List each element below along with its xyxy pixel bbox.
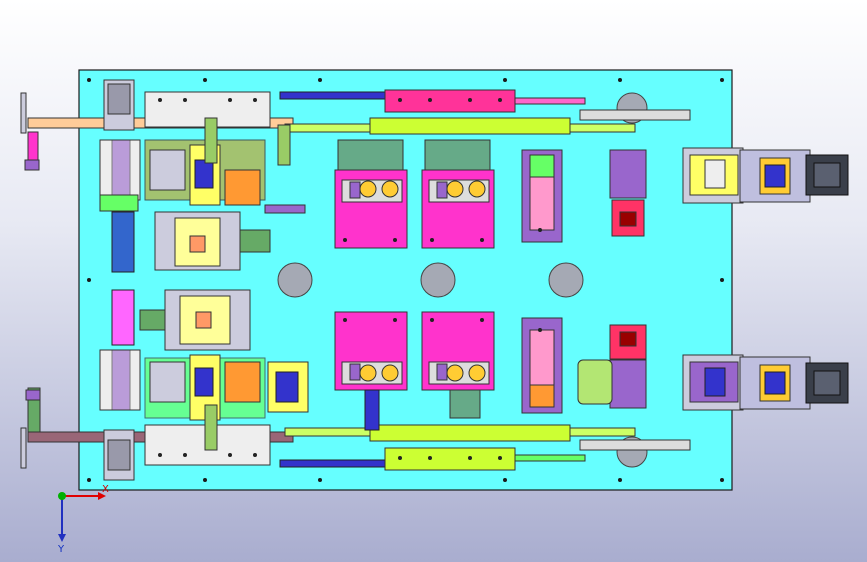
x-axis-head <box>98 492 106 500</box>
left-cylinder-top[interactable] <box>99 79 141 212</box>
plate-holes <box>277 92 648 468</box>
gripper-bottom[interactable] <box>609 324 647 409</box>
gripper-top[interactable] <box>609 149 647 237</box>
press-unit-top-1[interactable] <box>334 139 408 249</box>
rounded-pad[interactable] <box>577 359 613 405</box>
slide-column-top[interactable] <box>521 149 563 243</box>
drive-unit-bottom[interactable] <box>682 354 849 411</box>
z-axis-head <box>58 534 66 542</box>
left-upper-fixture[interactable] <box>144 91 271 271</box>
left-handle-top[interactable] <box>20 92 40 171</box>
left-handle-bottom[interactable] <box>20 387 41 469</box>
press-unit-bottom-1[interactable] <box>334 311 408 431</box>
slide-column-bottom[interactable] <box>521 317 563 414</box>
clamp-block-left-core <box>275 371 299 403</box>
axis-triad: X Y <box>57 484 109 555</box>
y-axis-label: Y <box>57 544 65 555</box>
press-unit-top-2[interactable] <box>421 139 495 249</box>
y-axis-origin <box>58 492 66 500</box>
left-link-bar-2[interactable] <box>111 289 135 346</box>
press-unit-bottom-2[interactable] <box>421 311 495 419</box>
left-cylinder-bottom[interactable] <box>99 349 141 481</box>
left-link-bar-1[interactable] <box>111 211 135 273</box>
x-axis-label: X <box>102 484 109 495</box>
drive-unit-top[interactable] <box>682 147 849 204</box>
fastener-dots <box>158 98 542 460</box>
clamp-block-left[interactable] <box>267 361 309 413</box>
pin-top[interactable] <box>277 124 291 166</box>
pin-top-slider[interactable] <box>264 204 306 214</box>
left-lower-fixture[interactable] <box>139 289 271 466</box>
